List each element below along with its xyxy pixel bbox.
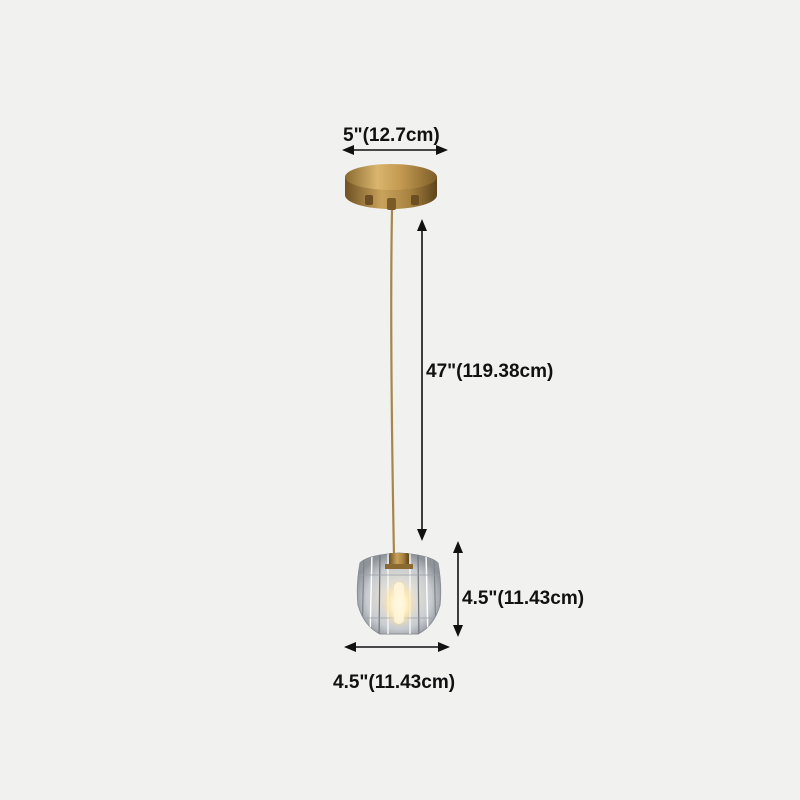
arrow-head [453,625,463,637]
crystal-shade [356,552,442,635]
canopy-screw-right [411,195,419,205]
arrow-head [417,529,427,541]
suspension-cord [390,209,396,558]
arrow-head [438,642,450,652]
canopy-screw-left [365,195,373,205]
shade-height-label: 4.5"(11.43cm) [462,588,585,609]
bulb [394,582,404,624]
shade-width-label: 4.5"(11.43cm) [333,672,456,693]
arrow-head [342,145,354,155]
lamp-holder [389,553,409,567]
dimension-lines [342,145,463,652]
arrow-head [417,219,427,231]
arrow-head [344,642,356,652]
canopy-top [345,164,437,190]
cord-grip [387,198,396,210]
arrow-head [436,145,448,155]
cord-length-label: 47"(119.38cm) [426,361,554,382]
lamp-holder-ring [385,564,413,569]
canopy [345,164,437,210]
arrow-head [453,541,463,553]
canopy-diameter-label: 5"(12.7cm) [343,125,440,146]
